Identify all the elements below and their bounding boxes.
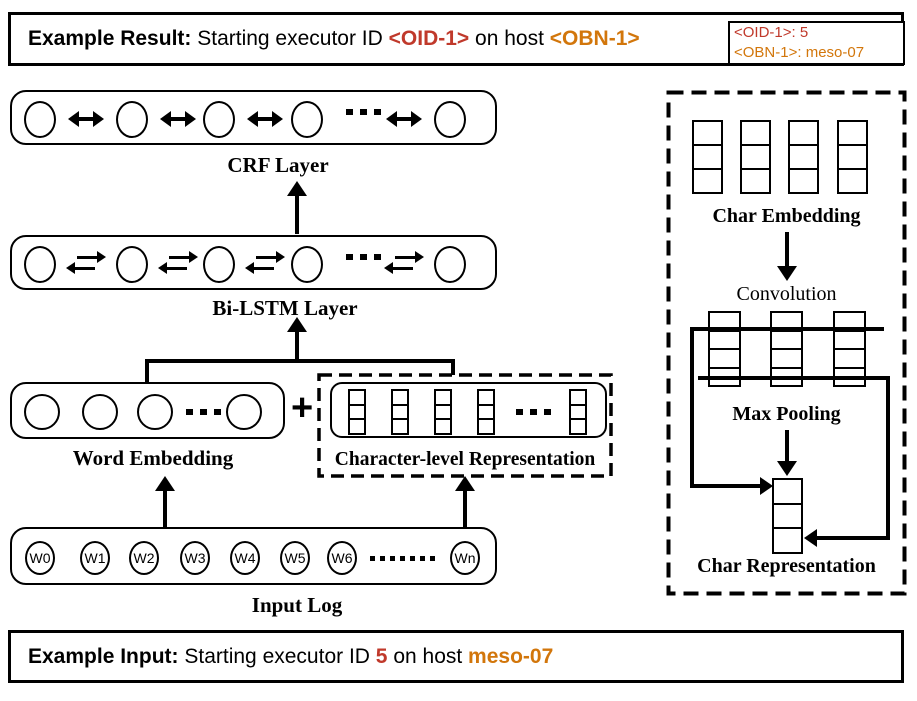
ellipsis-dots bbox=[516, 409, 551, 415]
word-node: W0 bbox=[25, 541, 55, 575]
char-vector bbox=[477, 389, 495, 435]
bidirectional-arrow bbox=[247, 111, 283, 126]
bilstm-layer-label: Bi-LSTM Layer bbox=[212, 296, 358, 320]
left-path-vertical bbox=[690, 327, 694, 488]
lstm-node bbox=[116, 246, 148, 283]
convolution-vector bbox=[770, 311, 803, 387]
merge-bracket-left-drop bbox=[145, 359, 149, 383]
obn-mapping: <OBN-1>: meso-07 bbox=[734, 44, 865, 61]
up-arrow bbox=[287, 317, 307, 362]
crf-node bbox=[24, 101, 56, 138]
char-level-representation-label: Character-level Representation bbox=[334, 449, 596, 470]
up-arrow bbox=[287, 181, 307, 234]
oid-token: <OID-1> bbox=[388, 27, 470, 50]
merge-bracket bbox=[145, 359, 455, 363]
up-arrow bbox=[455, 476, 475, 527]
lstm-node bbox=[203, 246, 235, 283]
forward-arrow bbox=[169, 251, 198, 262]
embedding-node bbox=[24, 394, 60, 430]
embedding-node bbox=[137, 394, 173, 430]
input-log-label: Input Log bbox=[251, 593, 343, 617]
crf-node bbox=[291, 101, 323, 138]
oid-mapping: <OID-1>: 5 bbox=[734, 23, 809, 41]
id-value: 5 bbox=[375, 644, 388, 668]
merge-bracket-right-drop bbox=[451, 359, 455, 375]
word-node: W2 bbox=[129, 541, 159, 575]
crf-layer-label: CRF Layer bbox=[227, 153, 329, 177]
ellipsis-dots bbox=[346, 109, 381, 115]
lstm-node bbox=[434, 246, 466, 283]
char-level-inner-box bbox=[330, 382, 607, 438]
char-representation-label: Char Representation bbox=[697, 555, 876, 577]
input-log-box: W0 W1 W2 W3 W4 W5 W6 Wn bbox=[10, 527, 497, 585]
bilstm-layer-box bbox=[10, 235, 497, 290]
char-level-dashed-border bbox=[317, 373, 613, 478]
bidirectional-arrow bbox=[68, 111, 104, 126]
ellipsis-dots bbox=[186, 409, 221, 415]
word-embedding-label: Word Embedding bbox=[72, 446, 234, 470]
lstm-node bbox=[291, 246, 323, 283]
lstm-node bbox=[24, 246, 56, 283]
crf-node bbox=[434, 101, 466, 138]
host-value: meso-07 bbox=[468, 644, 554, 668]
word-embedding-box bbox=[10, 382, 285, 439]
char-vector bbox=[348, 389, 366, 435]
example-input-banner: Example Input: Starting executor ID 5 on… bbox=[8, 630, 904, 683]
char-embedding-vector bbox=[837, 120, 868, 194]
convolution-label: Convolution bbox=[736, 283, 837, 305]
forward-arrow bbox=[77, 251, 106, 262]
down-arrow bbox=[777, 232, 797, 281]
max-pooling-label: Max Pooling bbox=[732, 403, 841, 425]
word-node: W1 bbox=[80, 541, 110, 575]
convolution-window-line-top bbox=[690, 327, 884, 331]
plus-sign: + bbox=[291, 387, 314, 429]
word-node: W6 bbox=[327, 541, 357, 575]
obn-token: <OBN-1> bbox=[549, 27, 640, 50]
ellipsis-dots bbox=[346, 254, 381, 260]
word-node: Wn bbox=[450, 541, 480, 575]
down-arrow bbox=[777, 430, 797, 476]
char-panel: Char Embedding Convolution Max Pooling C… bbox=[668, 92, 905, 594]
backward-arrow bbox=[158, 262, 187, 273]
forward-arrow bbox=[395, 251, 424, 262]
crf-layer-box bbox=[10, 90, 497, 145]
backward-arrow bbox=[245, 262, 274, 273]
char-panel-dashed-border bbox=[666, 90, 907, 596]
example-input-label: Example Input: bbox=[28, 644, 179, 668]
word-node: W4 bbox=[230, 541, 260, 575]
crf-node bbox=[203, 101, 235, 138]
embedding-node bbox=[226, 394, 262, 430]
char-embedding-vector bbox=[740, 120, 771, 194]
bidirectional-arrow bbox=[386, 111, 422, 126]
up-arrow bbox=[155, 476, 175, 527]
char-embedding-vector bbox=[692, 120, 723, 194]
forward-arrow bbox=[256, 251, 285, 262]
right-path-arrow bbox=[804, 529, 890, 547]
word-node: W5 bbox=[280, 541, 310, 575]
char-vector bbox=[391, 389, 409, 435]
char-vector bbox=[569, 389, 587, 435]
char-embedding-vector bbox=[788, 120, 819, 194]
example-result-text: Example Result: Starting executor ID <OI… bbox=[28, 27, 640, 50]
example-result-label: Example Result: bbox=[28, 27, 192, 50]
embedding-node bbox=[82, 394, 118, 430]
word-node: W3 bbox=[180, 541, 210, 575]
char-representation-vector bbox=[772, 478, 803, 554]
token-mapping-box: <OID-1>: 5 <OBN-1>: meso-07 bbox=[728, 21, 905, 65]
right-path-vertical bbox=[886, 376, 890, 540]
left-path-arrow bbox=[692, 477, 773, 495]
example-input-text: Example Input: Starting executor ID 5 on… bbox=[28, 644, 554, 668]
char-embedding-label: Char Embedding bbox=[712, 205, 861, 227]
ellipsis-dots bbox=[370, 556, 435, 561]
char-vector bbox=[434, 389, 452, 435]
convolution-window-line-bottom bbox=[698, 376, 890, 380]
crf-node bbox=[116, 101, 148, 138]
backward-arrow bbox=[66, 262, 95, 273]
bidirectional-arrow bbox=[160, 111, 196, 126]
convolution-vector bbox=[833, 311, 866, 387]
backward-arrow bbox=[384, 262, 413, 273]
